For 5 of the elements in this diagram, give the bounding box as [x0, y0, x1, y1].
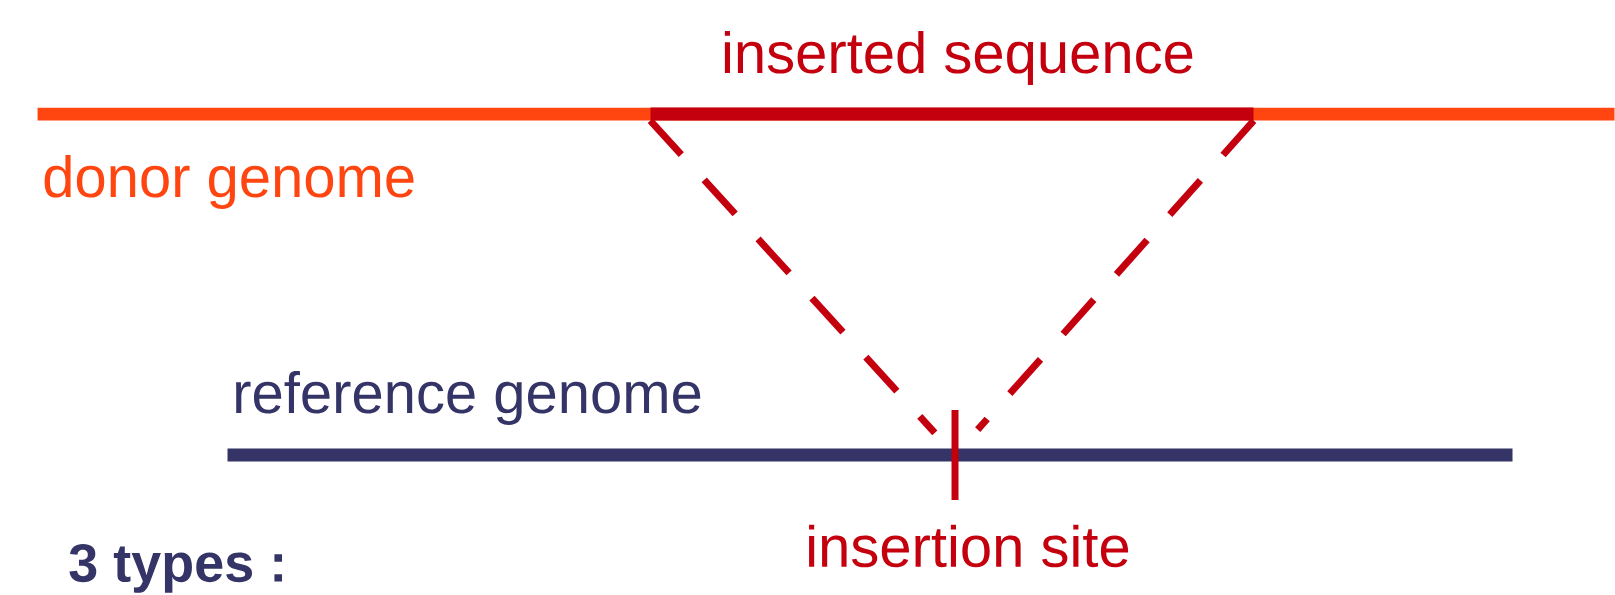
line-label: insertion site: [809, 524, 1129, 568]
heading: 3 types :: [69, 543, 283, 593]
line-label: reference genome: [236, 371, 701, 425]
line-label: donor genome: [44, 154, 414, 210]
line-label: inserted sequence: [724, 30, 1193, 86]
